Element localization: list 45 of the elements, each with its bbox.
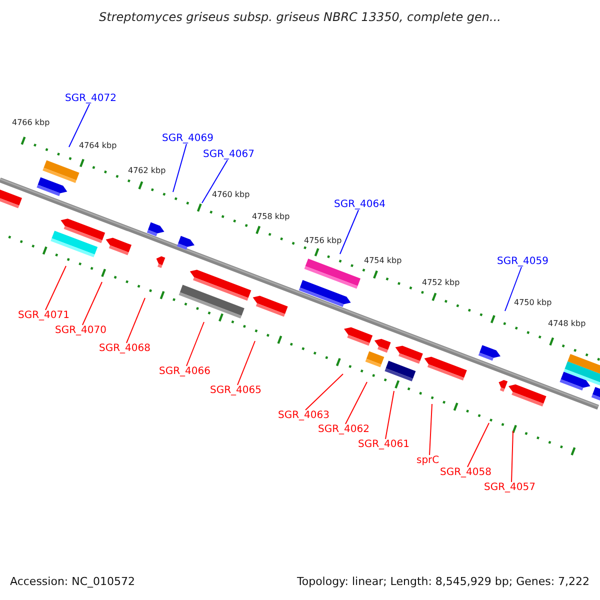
gene-label: SGR_4057: [484, 482, 536, 492]
scale-label: 4766 kbp: [12, 118, 50, 126]
leader-line: [385, 390, 394, 440]
gene-label: SGR_4071: [18, 310, 70, 320]
gene-label: SGR_4069: [162, 132, 214, 144]
gene-label: SGR_4058: [440, 466, 492, 478]
leader-line: [126, 298, 146, 344]
gene-label: SGR_4066: [159, 366, 210, 376]
gene-label: SGR_4070: [55, 324, 106, 336]
leader-line: [429, 404, 432, 456]
leader-line: [511, 430, 514, 482]
scale-label: 4748 kbp: [548, 318, 586, 328]
leader-line: [467, 422, 490, 468]
gene-label: sprC: [416, 454, 440, 466]
leader-line: [186, 322, 204, 366]
leader-line: [202, 160, 228, 204]
gene-label: SGR_4064: [334, 198, 386, 210]
scale-label: 4762 kbp: [128, 166, 166, 174]
scale-label: 4754 kbp: [364, 256, 402, 264]
gene-label: SGR_4068: [99, 342, 150, 354]
gene-label: SGR_4063: [278, 410, 330, 420]
leader-line: [172, 144, 187, 192]
scale-label: 4750 kbp: [514, 298, 552, 306]
footer-text: Topology: linear; Length: 8,545,929 bp; Genes: 7,222: [297, 574, 590, 588]
leader-line: [504, 266, 522, 312]
leader-line: [237, 340, 256, 386]
scale-label: 4752 kbp: [422, 278, 460, 286]
gene-label: SGR_4067: [203, 148, 254, 160]
leader-line: [45, 266, 66, 310]
gene-label: SGR_4062: [318, 424, 370, 434]
leader-line: [68, 104, 90, 148]
scale-label: 4764 kbp: [79, 140, 117, 150]
gene-label: SGR_4061: [358, 438, 410, 450]
leader-line: [82, 282, 102, 326]
gene-label: SGR_4072: [65, 92, 116, 104]
scale-label: 4758 kbp: [252, 212, 290, 220]
leader-line: [345, 382, 368, 424]
leader-line: [305, 374, 344, 410]
leader-line: [340, 210, 359, 254]
footer-text: Accession: NC_010572: [10, 574, 136, 588]
gene-label: SGR_4065: [210, 384, 262, 396]
gene-label: SGR_4059: [497, 256, 548, 266]
scale-label: 4756 kbp: [304, 236, 342, 244]
scale-label: 4760 kbp: [212, 190, 250, 198]
title: Streptomyces griseus subsp. griseus NBRC 13350, complete gen...: [99, 10, 501, 24]
